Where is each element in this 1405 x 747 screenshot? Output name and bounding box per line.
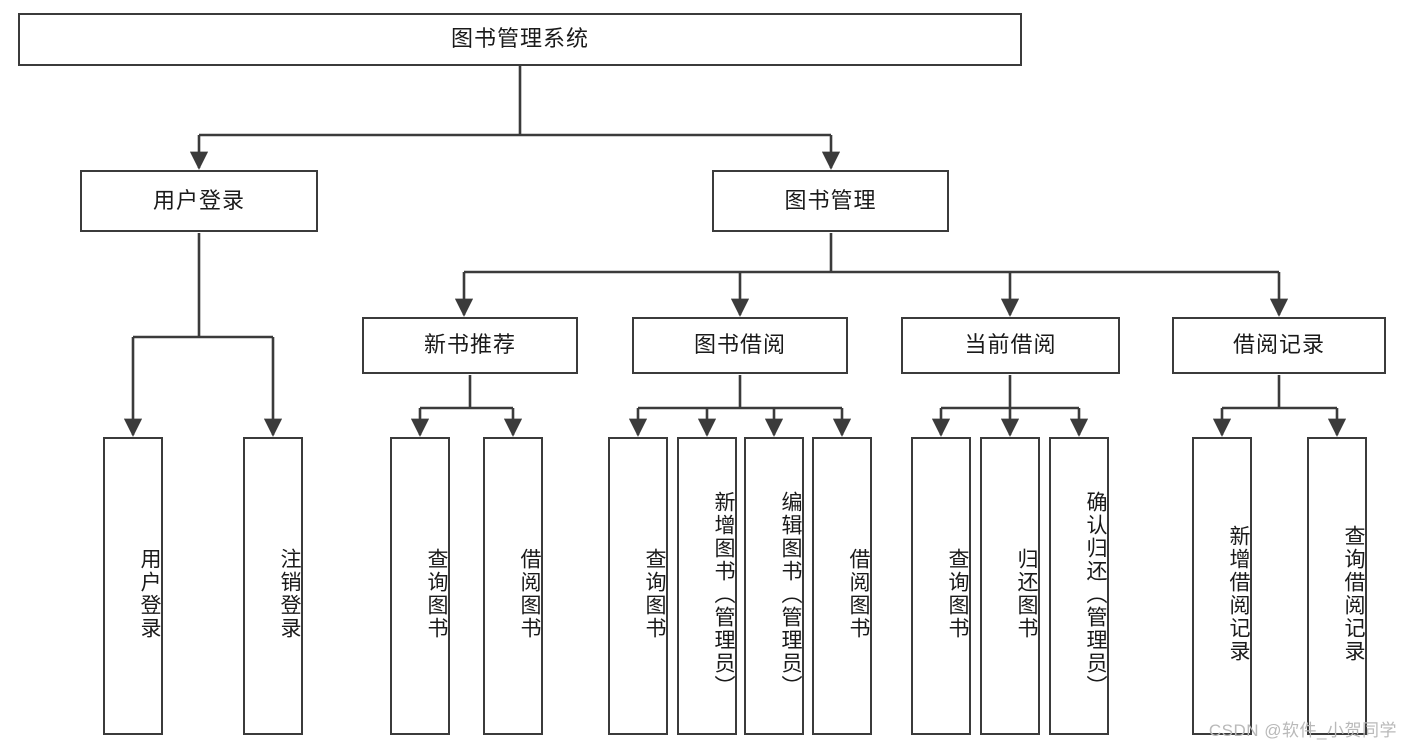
node-borrowing-record[interactable]: 借阅记录 <box>1172 317 1386 374</box>
node-new-book-recommendation[interactable]: 新书推荐 <box>362 317 578 374</box>
leaf-label: 用户登录 <box>138 548 161 640</box>
leaf-label: 查询图书 <box>946 548 969 640</box>
leaf-query-borrow-record[interactable]: 查询借阅记录 <box>1307 437 1367 735</box>
leaf-current-query-book[interactable]: 查询图书 <box>911 437 971 735</box>
leaf-label: 查询借阅记录 <box>1342 525 1365 663</box>
node-book-borrowing[interactable]: 图书借阅 <box>632 317 848 374</box>
node-root-book-management-system[interactable]: 图书管理系统 <box>18 13 1022 66</box>
node-book-management[interactable]: 图书管理 <box>712 170 949 232</box>
leaf-add-book-admin[interactable]: 新增图书（管理员） <box>677 437 737 735</box>
leaf-add-borrow-record[interactable]: 新增借阅记录 <box>1192 437 1252 735</box>
leaf-label: 确认归还（管理员） <box>1084 490 1107 698</box>
leaf-label: 编辑图书（管理员） <box>779 490 802 698</box>
leaf-label: 借阅图书 <box>518 548 541 640</box>
leaf-label: 新增图书（管理员） <box>712 490 735 698</box>
leaf-logout-login[interactable]: 注销登录 <box>243 437 303 735</box>
node-user-login[interactable]: 用户登录 <box>80 170 318 232</box>
leaf-label: 注销登录 <box>278 548 301 640</box>
leaf-label: 查询图书 <box>425 548 448 640</box>
leaf-borrow-query-book[interactable]: 查询图书 <box>608 437 668 735</box>
leaf-recommend-query-book[interactable]: 查询图书 <box>390 437 450 735</box>
leaf-borrow-book[interactable]: 借阅图书 <box>812 437 872 735</box>
leaf-label: 归还图书 <box>1015 548 1038 640</box>
node-current-borrowing[interactable]: 当前借阅 <box>901 317 1120 374</box>
leaf-user-login[interactable]: 用户登录 <box>103 437 163 735</box>
leaf-label: 新增借阅记录 <box>1227 525 1250 663</box>
leaf-label: 查询图书 <box>643 548 666 640</box>
leaf-edit-book-admin[interactable]: 编辑图书（管理员） <box>744 437 804 735</box>
leaf-return-book[interactable]: 归还图书 <box>980 437 1040 735</box>
leaf-label: 借阅图书 <box>847 548 870 640</box>
leaf-recommend-borrow-book[interactable]: 借阅图书 <box>483 437 543 735</box>
leaf-confirm-return-admin[interactable]: 确认归还（管理员） <box>1049 437 1109 735</box>
